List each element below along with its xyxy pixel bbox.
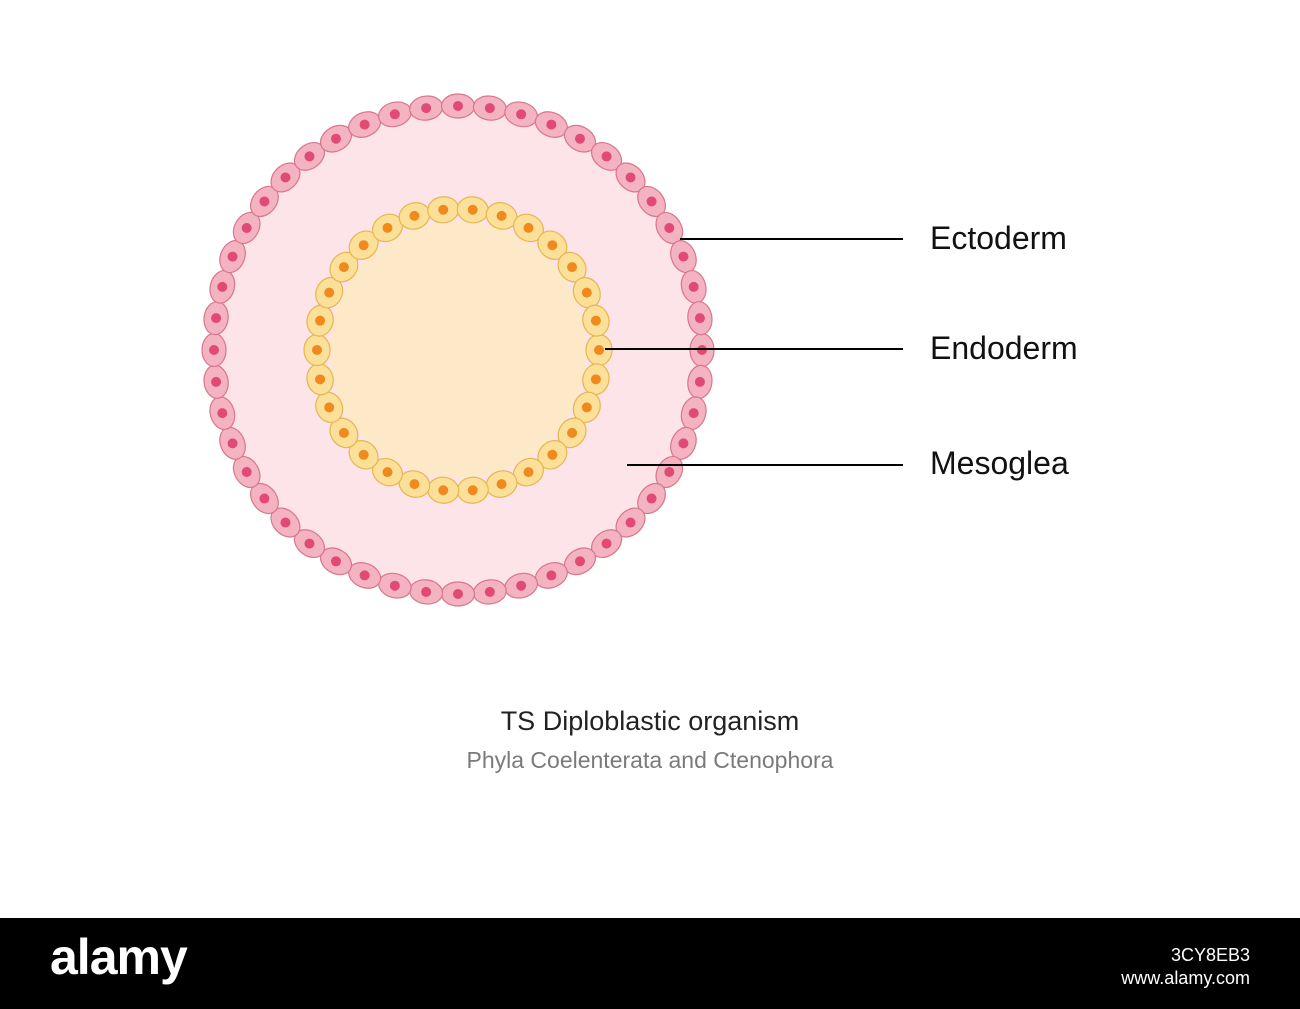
ectoderm-nucleus [390, 109, 400, 119]
endoderm-label: Endoderm [930, 332, 1078, 364]
image-id: 3CY8EB3 [1171, 945, 1250, 965]
endoderm-nucleus [438, 205, 448, 215]
ectoderm-nucleus [304, 539, 314, 549]
ectoderm-nucleus [421, 587, 431, 597]
ectoderm-nucleus [217, 408, 227, 418]
endoderm-nucleus [339, 428, 349, 438]
endoderm-nucleus [339, 262, 349, 272]
ectoderm-nucleus [421, 103, 431, 113]
mesoglea-label: Mesoglea [930, 447, 1069, 479]
endoderm-nucleus [409, 211, 419, 221]
ectoderm-nucleus [360, 570, 370, 580]
endoderm-nucleus [594, 345, 604, 355]
ectoderm-nucleus [678, 252, 688, 262]
ectoderm-nucleus [211, 377, 221, 387]
ectoderm-nucleus [546, 120, 556, 130]
endoderm-nucleus [547, 450, 557, 460]
endoderm-nucleus [359, 450, 369, 460]
ectoderm-nucleus [575, 556, 585, 566]
ectoderm-nucleus [626, 518, 636, 528]
diagram-title: TS Diploblastic organism [0, 706, 1300, 737]
ectoderm-nucleus [217, 282, 227, 292]
endoderm-nucleus [359, 240, 369, 250]
ectoderm-nucleus [647, 494, 657, 504]
watermark-footer-bar: alamy 3CY8EB3 www.alamy.com [0, 918, 1300, 1009]
endoderm-nucleus [315, 316, 325, 326]
ectoderm-nucleus [485, 587, 495, 597]
ectoderm-nucleus [360, 120, 370, 130]
site-url: www.alamy.com [1121, 967, 1250, 990]
ectoderm-nucleus [259, 196, 269, 206]
alamy-logo: alamy [50, 932, 187, 982]
endoderm-nucleus [468, 205, 478, 215]
ectoderm-nucleus [242, 223, 252, 233]
ectoderm-nucleus [280, 518, 290, 528]
ectoderm-nucleus [390, 581, 400, 591]
ectoderm-nucleus [695, 377, 705, 387]
endoderm-nucleus [383, 467, 393, 477]
ectoderm-nucleus [546, 570, 556, 580]
endoderm-nucleus [567, 262, 577, 272]
endoderm-nucleus [409, 479, 419, 489]
ectoderm-nucleus [453, 101, 463, 111]
image-id-block: 3CY8EB3 www.alamy.com [1121, 944, 1250, 989]
diagram-subtitle: Phyla Coelenterata and Ctenophora [0, 747, 1300, 774]
ectoderm-nucleus [209, 345, 219, 355]
ectoderm-nucleus [331, 134, 341, 144]
endoderm-nucleus [524, 223, 534, 233]
ectoderm-nucleus [242, 467, 252, 477]
endoderm-nucleus [567, 428, 577, 438]
ectoderm-nucleus [647, 196, 657, 206]
endoderm-nucleus [582, 402, 592, 412]
endoderm-nucleus [591, 316, 601, 326]
ectoderm-nucleus [575, 134, 585, 144]
endoderm-nucleus [582, 288, 592, 298]
endoderm-nucleus [312, 345, 322, 355]
endoderm-nucleus [468, 485, 478, 495]
ectoderm-nucleus [664, 467, 674, 477]
ectoderm-nucleus [678, 438, 688, 448]
ectoderm-nucleus [689, 282, 699, 292]
ectoderm-nucleus [228, 252, 238, 262]
endoderm-nucleus [591, 374, 601, 384]
endoderm-nucleus [497, 479, 507, 489]
endoderm-nucleus [547, 240, 557, 250]
endoderm-lumen [330, 222, 586, 478]
ectoderm-nucleus [516, 581, 526, 591]
ectoderm-nucleus [516, 109, 526, 119]
endoderm-nucleus [324, 402, 334, 412]
ectoderm-nucleus [626, 172, 636, 182]
endoderm-nucleus [324, 288, 334, 298]
ectoderm-label: Ectoderm [930, 222, 1067, 254]
ectoderm-nucleus [602, 539, 612, 549]
ectoderm-nucleus [602, 151, 612, 161]
ectoderm-nucleus [695, 313, 705, 323]
endoderm-nucleus [315, 374, 325, 384]
ectoderm-nucleus [228, 438, 238, 448]
ectoderm-nucleus [259, 494, 269, 504]
endoderm-nucleus [497, 211, 507, 221]
ectoderm-nucleus [331, 556, 341, 566]
ectoderm-nucleus [485, 103, 495, 113]
ectoderm-nucleus [211, 313, 221, 323]
ectoderm-nucleus [453, 589, 463, 599]
endoderm-nucleus [438, 485, 448, 495]
ectoderm-nucleus [664, 223, 674, 233]
ectoderm-nucleus [280, 172, 290, 182]
endoderm-nucleus [524, 467, 534, 477]
ectoderm-nucleus [304, 151, 314, 161]
ectoderm-nucleus [689, 408, 699, 418]
endoderm-nucleus [383, 223, 393, 233]
